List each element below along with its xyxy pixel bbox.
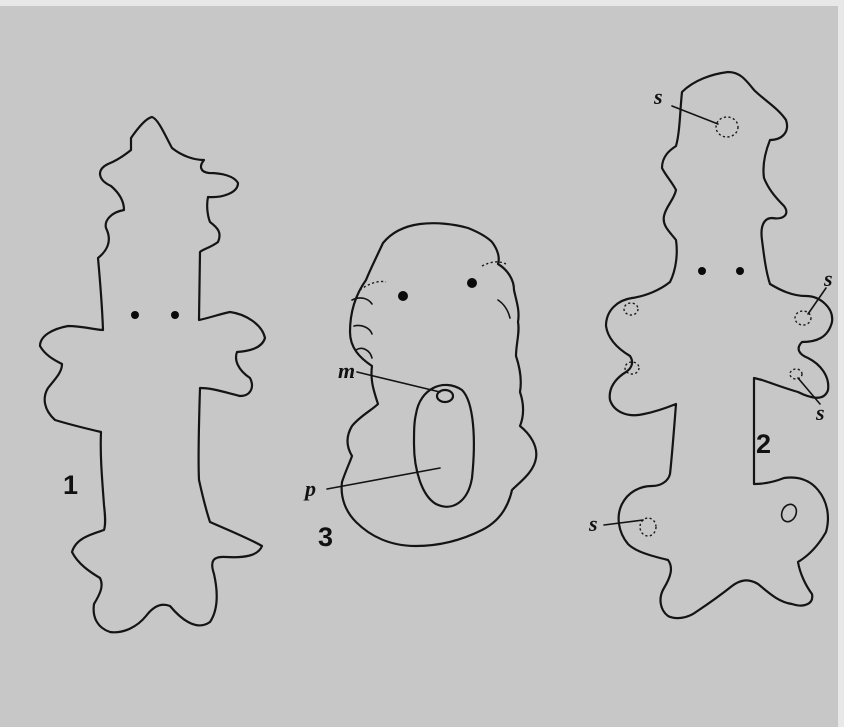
- right-edge: [838, 0, 844, 727]
- figure-1-eye-right: [171, 311, 179, 319]
- figure-2-number: 2: [756, 429, 771, 459]
- figure-3-eye-right: [467, 278, 477, 288]
- figure-2-label-s-right-mid: s: [815, 400, 825, 425]
- figure-3-number: 3: [318, 522, 333, 552]
- figure-3-eye-left: [398, 291, 408, 301]
- figure-3-label-m: m: [338, 358, 355, 383]
- figure-2-label-s-right-upper: s: [823, 266, 833, 291]
- figure-2-eye-left: [698, 267, 706, 275]
- figure-2-label-s-left-lower: s: [588, 511, 598, 536]
- top-edge: [0, 0, 844, 6]
- figure-2-eye-right: [736, 267, 744, 275]
- figure-1-number: 1: [63, 470, 78, 500]
- figure-3-label-p: p: [303, 476, 316, 501]
- figure-2-label-s-head: s: [653, 84, 663, 109]
- figure-1-eye-left: [131, 311, 139, 319]
